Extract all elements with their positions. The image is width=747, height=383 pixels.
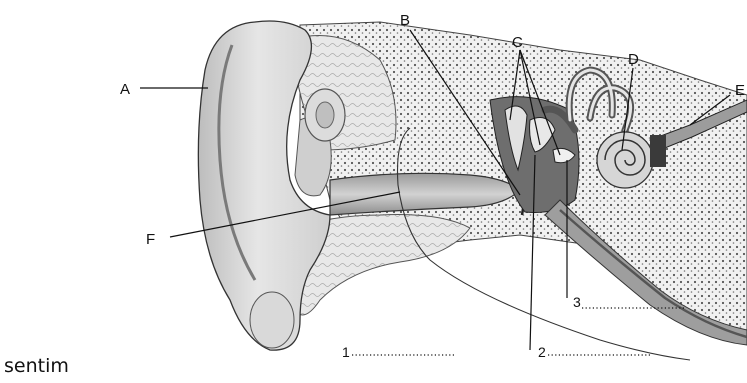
- label-f: F: [146, 231, 155, 248]
- internal-meatus: [650, 135, 666, 167]
- label-b: B: [400, 12, 410, 29]
- label-e: E: [735, 82, 745, 99]
- caption-text: sentim: [4, 355, 69, 377]
- label-a: A: [120, 81, 130, 98]
- label-c: C: [512, 34, 523, 51]
- ear-lobe: [250, 292, 294, 348]
- blank-3-number: 3: [573, 294, 581, 310]
- cochlea: [597, 132, 653, 188]
- blank-2-number: 2: [538, 344, 546, 360]
- blank-1-number: 1: [342, 344, 350, 360]
- label-d: D: [628, 51, 639, 68]
- cartilage-inner: [316, 102, 334, 128]
